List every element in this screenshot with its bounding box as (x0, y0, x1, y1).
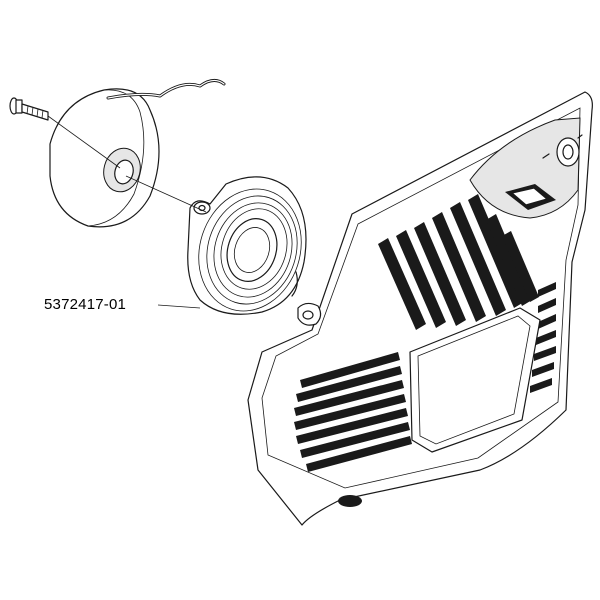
leader-line (157, 304, 201, 309)
pulley-screw (9, 97, 49, 121)
starter-cover-housing (247, 91, 593, 526)
recoil-spring-cassette (187, 176, 307, 315)
starter-pulley (49, 88, 160, 228)
lower-vent-slots (294, 352, 412, 472)
part-number-label: 5372417-01 (44, 296, 127, 313)
upper-vent-slots (378, 194, 539, 330)
right-vent-slots (530, 282, 556, 393)
starter-rope (106, 79, 226, 100)
assembly-axis-lines (47, 115, 207, 213)
